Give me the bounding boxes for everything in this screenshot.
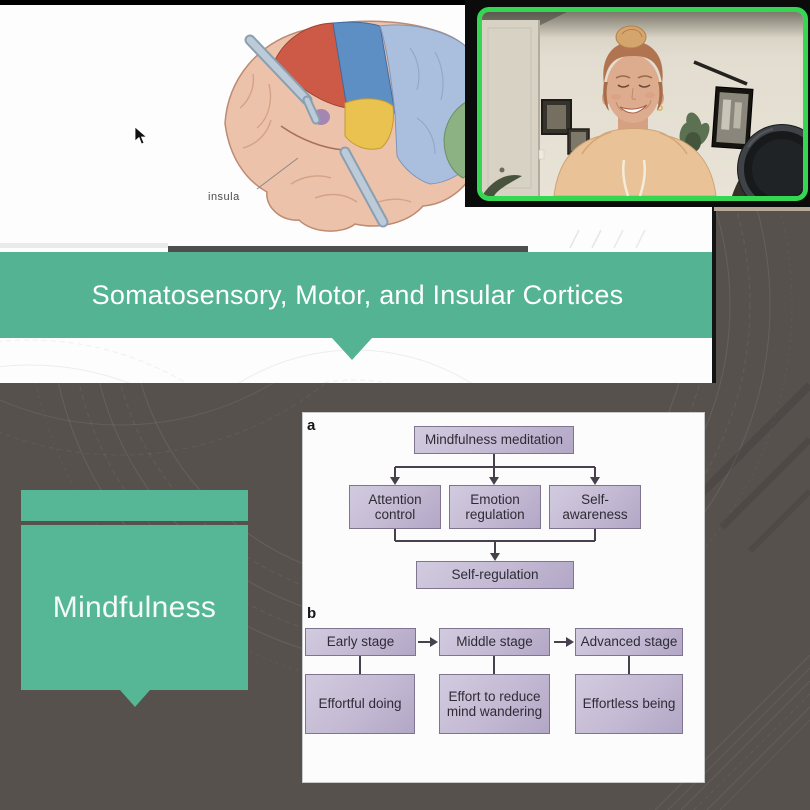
picture-frame-left xyxy=(541,99,572,135)
panel-a-label: a xyxy=(307,417,316,434)
node-middle-stage: Middle stage xyxy=(439,628,550,656)
panel-b-label: b xyxy=(307,605,317,622)
node-early-stage: Early stage xyxy=(305,628,416,656)
node-emotion-regulation: Emotion regulation xyxy=(449,485,541,529)
brain-region-insula-exposed xyxy=(344,98,394,150)
webcam-scene xyxy=(482,12,803,196)
meditation-diagram-panel: a Mindfulness meditation Attention contr… xyxy=(302,412,705,783)
node-effortless-being: Effortless being xyxy=(575,674,683,734)
mindfulness-callout-top-bar xyxy=(21,490,248,521)
door xyxy=(482,20,540,196)
slide-title: Somatosensory, Motor, and Insular Cortic… xyxy=(91,279,624,310)
mouse-cursor-icon xyxy=(134,126,148,145)
window-edge-tan xyxy=(714,207,810,211)
mindfulness-callout: Mindfulness xyxy=(21,525,248,690)
retractor-tools xyxy=(244,34,389,228)
window-edge-light xyxy=(0,243,168,248)
foreground-leaf xyxy=(482,174,522,196)
node-effort-reduce-mind-wandering: Effort to reduce mind wandering xyxy=(439,674,550,734)
picture-frame-right xyxy=(711,86,754,150)
slide-title-mindfulness: Mindfulness xyxy=(52,590,217,624)
mindfulness-callout-tail xyxy=(120,690,150,707)
node-attention-control: Attention control xyxy=(349,485,441,529)
participant xyxy=(553,25,717,196)
brain-figure xyxy=(224,20,475,232)
mic-arm xyxy=(693,60,748,86)
window-edge-dark xyxy=(168,246,528,252)
slide-title-banner: Somatosensory, Motor, and Insular Cortic… xyxy=(0,252,715,338)
active-speaker-video[interactable] xyxy=(477,7,808,201)
mic-pop-filter xyxy=(737,124,803,196)
participant-video-tile[interactable] xyxy=(465,0,810,207)
node-advanced-stage: Advanced stage xyxy=(575,628,683,656)
brain-label-insula: insula xyxy=(208,191,240,203)
slide-title-banner-tail xyxy=(332,338,372,360)
window-separator xyxy=(712,205,716,383)
node-self-regulation: Self-regulation xyxy=(416,561,574,589)
node-self-awareness: Self-awareness xyxy=(549,485,641,529)
node-mindfulness-meditation: Mindfulness meditation xyxy=(414,426,574,454)
plant xyxy=(679,112,710,152)
node-effortful-doing: Effortful doing xyxy=(305,674,415,734)
